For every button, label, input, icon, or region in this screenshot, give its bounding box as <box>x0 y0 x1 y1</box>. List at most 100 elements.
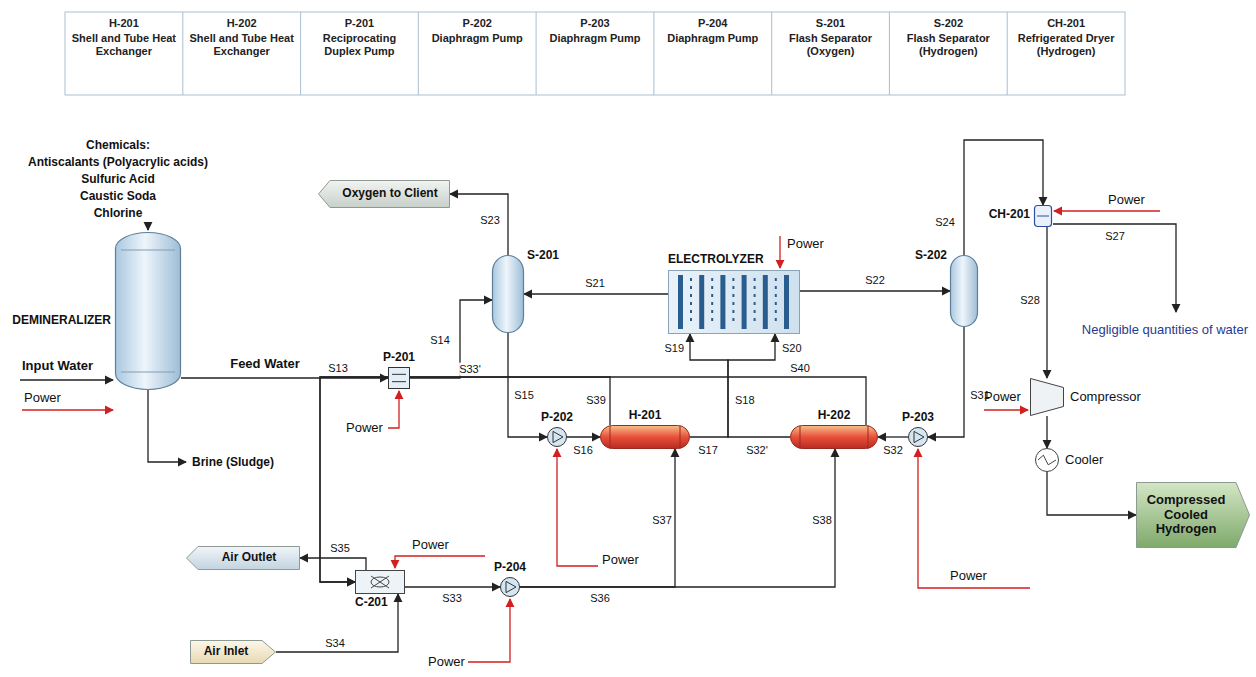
table-cell: Reciprocating Duplex Pump <box>305 32 413 57</box>
terminal-label: Compressed Cooled Hydrogen <box>1146 493 1226 538</box>
demineralizer-vessel: DEMINERALIZER <box>115 232 181 390</box>
process-stream <box>690 334 728 437</box>
terminal-label: Air Inlet <box>204 645 249 659</box>
brine-line <box>148 390 186 462</box>
terminal-label: Air Outlet <box>222 551 277 565</box>
table-cell: Diaphragm Pump <box>423 32 531 45</box>
pump-symbol: P-204 <box>500 577 520 597</box>
stream-number: S36 <box>590 592 610 605</box>
heat-exchanger-outline <box>790 425 878 449</box>
air-terminal: Air Outlet <box>186 546 300 570</box>
power-line <box>984 409 1028 410</box>
stream-number: S32' <box>745 444 769 457</box>
terminal-label: Oxygen to Client <box>342 187 437 201</box>
equipment-tag: H-202 <box>818 409 851 423</box>
equipment-tag: ELECTROLYZER <box>668 253 764 267</box>
pump-symbol-outline <box>547 427 567 447</box>
table-code: S-201 <box>816 17 845 30</box>
stream-number: S16 <box>572 444 594 457</box>
dryer-body <box>1035 206 1052 227</box>
power-label: Power <box>602 553 639 568</box>
equipment-tag: P-202 <box>541 411 573 425</box>
chemicals-note: Chemicals: <box>86 139 150 153</box>
power-label: Power <box>950 569 987 584</box>
product-terminal: Oxygen to Client <box>318 180 450 208</box>
demineralizer-vessel-outline <box>115 232 181 390</box>
stream-number: S15 <box>513 389 535 402</box>
power-label: Power <box>984 390 1021 405</box>
dryer-mark <box>1037 216 1049 217</box>
cooler-body <box>1036 449 1059 472</box>
pump-symbol: P-202 <box>547 427 567 447</box>
table-code: S-202 <box>934 17 963 30</box>
air-cooler: C-201 <box>355 570 405 594</box>
dryer-symbol: CH-201 <box>1034 205 1052 227</box>
dryer-symbol-outline <box>1034 205 1052 227</box>
stream-name: Feed Water <box>230 357 300 372</box>
water-drain-line <box>1053 224 1176 312</box>
process-stream <box>1046 227 1047 378</box>
stream-number: S35 <box>329 542 351 555</box>
stream-note: Negligible quantities of water <box>1082 323 1248 338</box>
stream-name: Brine (Sludge) <box>192 456 274 470</box>
stream-number: S24 <box>934 216 956 229</box>
electrode-plate <box>784 275 789 329</box>
flash-separator: S-202 <box>950 255 978 327</box>
pump-symbol-outline <box>388 367 410 389</box>
power-lines <box>22 211 1160 662</box>
terminal-shape <box>319 181 450 208</box>
equipment-tag: C-201 <box>355 596 388 610</box>
table-cell: Shell and Tube Heat Exchanger <box>188 32 296 57</box>
separator-body <box>493 256 524 333</box>
table-code: P-203 <box>580 17 609 30</box>
product-terminal: Compressed Cooled Hydrogen <box>1136 482 1250 548</box>
process-stream <box>728 334 790 437</box>
pump-body <box>909 428 928 447</box>
table-grid <box>183 12 1007 95</box>
process-stream <box>878 436 908 437</box>
stream-number: S23 <box>479 214 501 227</box>
heat-exchanger-outline <box>600 425 690 449</box>
table-cell: Flash Separator (Hydrogen) <box>894 32 1002 57</box>
equipment-tag: P-201 <box>383 351 415 365</box>
table-cell: Refrigerated Dryer (Hydrogen) <box>1012 32 1120 57</box>
terminal-shape <box>187 547 300 570</box>
membrane-line <box>690 278 692 326</box>
connectors <box>181 140 1136 652</box>
process-stream <box>410 300 492 378</box>
electrode-plate <box>742 275 747 329</box>
equipment-tag: DEMINERALIZER <box>12 314 111 328</box>
electrode-plate <box>678 275 683 329</box>
air-terminal: Air Inlet <box>190 640 276 664</box>
power-line <box>22 409 113 410</box>
process-stream <box>1046 416 1047 448</box>
power-line <box>779 236 780 268</box>
stream-number: S28 <box>1019 294 1041 307</box>
pump-mark <box>914 431 924 442</box>
vessel-body <box>116 233 181 390</box>
process-stream <box>520 449 675 587</box>
flash-separator-outline <box>492 255 524 333</box>
power-label: Power <box>346 421 383 436</box>
membrane-line <box>754 278 756 326</box>
stream-number: S31 <box>969 389 991 402</box>
flash-separator-outline <box>950 255 978 327</box>
stream-number: S22 <box>864 274 886 287</box>
equipment-tag: S-202 <box>915 249 947 263</box>
compressor-symbol-outline <box>1030 378 1064 416</box>
equipment-tag: H-201 <box>629 409 662 423</box>
table-code: CH-201 <box>1047 17 1085 30</box>
equipment-tag: P-204 <box>494 561 526 575</box>
process-stream <box>1047 472 1136 515</box>
table-cell: Diaphragm Pump <box>541 32 649 45</box>
power-line <box>388 391 399 428</box>
stream-number: S18 <box>735 394 755 407</box>
table-code: P-201 <box>345 17 374 30</box>
process-stream <box>800 290 950 291</box>
electrode-plate <box>720 275 725 329</box>
membrane-line <box>775 278 777 326</box>
